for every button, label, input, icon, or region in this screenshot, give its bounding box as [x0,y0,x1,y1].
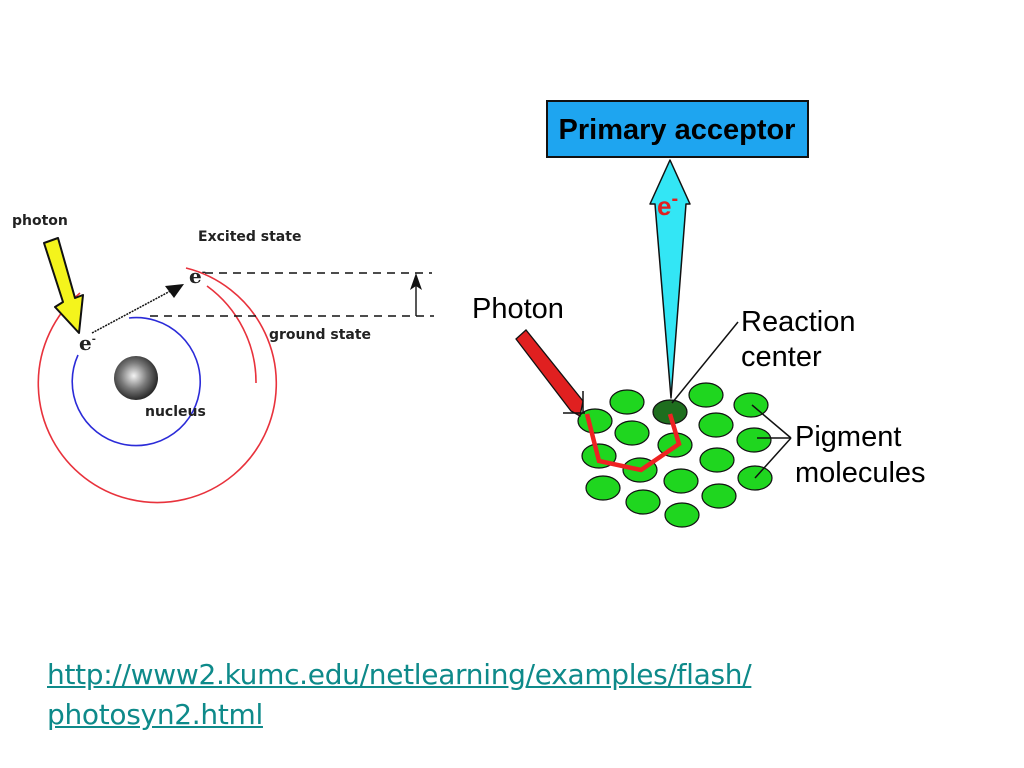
outer-orbit-right [206,285,257,384]
reaction-center-pointer [671,321,739,404]
pigment-molecule [699,447,735,473]
pigment-molecule [585,475,621,501]
pigment-molecule [625,489,661,515]
primary-acceptor-box [546,100,809,158]
pigment-cluster [577,382,773,528]
pigment-molecule [614,420,650,446]
pigment-molecule [698,412,734,438]
pigment-pointer-1 [751,404,792,439]
pigment-molecule [736,427,772,453]
source-link-line2[interactable]: photosyn2.html [47,698,263,731]
energy-up-arrow-head [410,273,422,290]
photon-arrow-icon [515,329,584,418]
pigment-molecule [609,389,645,415]
electron-transfer-arrow [649,159,691,399]
photosystem-diagram: Primary acceptor e- [472,100,926,528]
photon-label: photon [12,213,68,229]
energy-transfer-path [584,413,682,473]
electron-ground: e- [79,331,96,355]
pigment-molecule [701,483,737,509]
excited-state-label: Excited state [198,229,301,245]
ground-state-label: ground state [269,327,371,343]
photon-arrow-icon [43,237,84,334]
photon-label: Photon [472,293,564,325]
outer-orbit [37,267,278,504]
inner-orbit [71,316,201,447]
nucleus-label: nucleus [145,404,206,420]
pigment-label-line1: Pigment [795,421,901,453]
pigment-molecule [688,382,724,408]
pigment-label-line2: molecules [795,457,926,489]
source-link-line1[interactable]: http://www2.kumc.edu/netlearning/example… [47,658,752,691]
reaction-center-label-line2: center [741,341,822,373]
pigment-molecule [663,468,699,494]
reaction-center-label-line1: Reaction [741,306,855,338]
electron-label: e- [657,188,678,221]
excitation-arrow-head [165,284,184,298]
pigment-molecule [664,502,700,528]
atom-diagram: e- e- photon Excited state ground state … [12,213,434,504]
primary-acceptor-label: Primary acceptor [559,114,796,146]
electron-excited: e- [189,264,206,288]
excitation-arrow-shaft [91,287,177,334]
pigment-pointer-3 [754,437,792,479]
source-link[interactable]: http://www2.kumc.edu/netlearning/example… [47,655,752,735]
nucleus [114,356,158,400]
reaction-center-molecule [652,399,688,425]
